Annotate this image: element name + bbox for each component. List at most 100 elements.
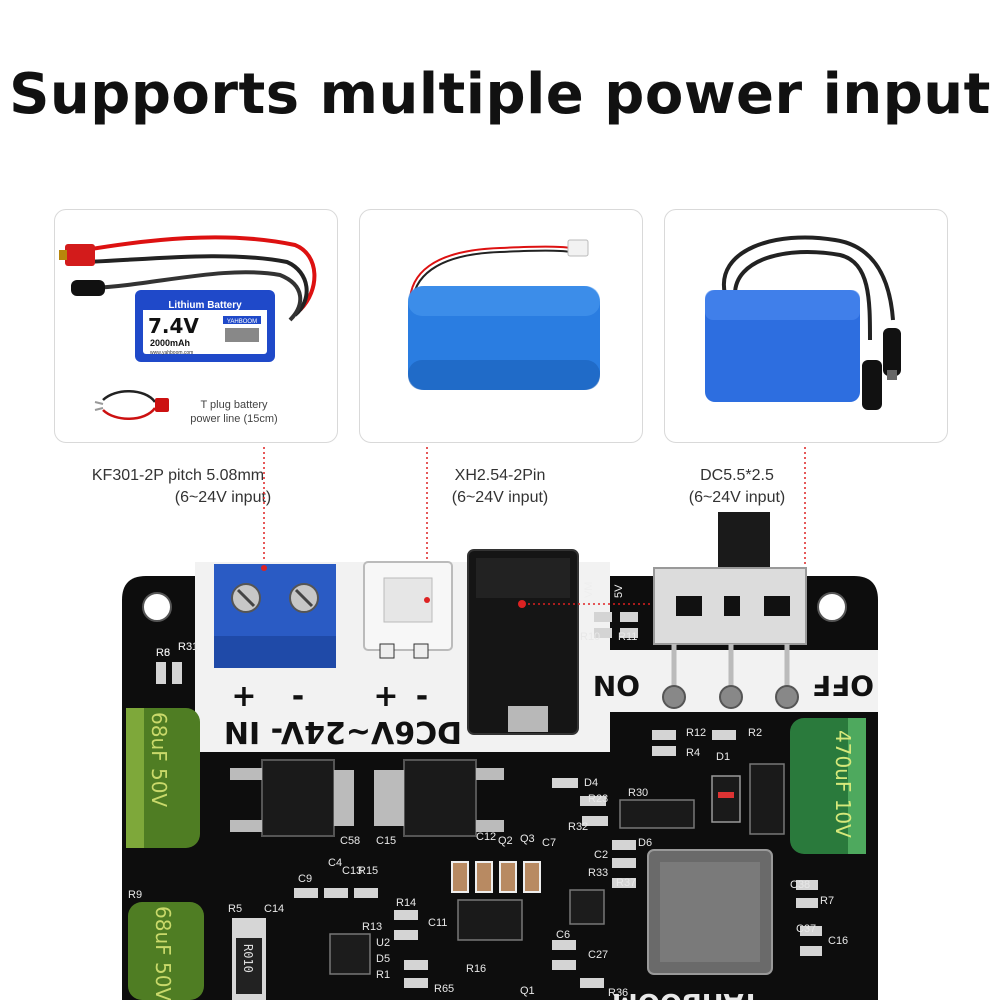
mosfet-q3 xyxy=(403,759,477,837)
capacitor-470uf xyxy=(790,718,866,854)
battery-voltage: 7.4V xyxy=(148,314,199,338)
xh254-caption-line2: (6~24V input) xyxy=(451,489,549,506)
silk-label: Q1 xyxy=(520,985,535,997)
silk-label: C14 xyxy=(264,903,284,915)
tplug-battery-illustration: Lithium Battery 7.4V 2000mAh YAHBOOM www… xyxy=(59,235,317,420)
dc55-caption: DC5.5*2.5 (6~24V input) xyxy=(652,465,822,509)
silkscreen-panel xyxy=(195,562,610,752)
silk-label: C9 xyxy=(298,873,312,885)
silk-label: C16 xyxy=(828,935,848,947)
silk-label: Q2 xyxy=(498,835,513,847)
silk-label: R1 xyxy=(376,969,390,981)
silk-label: C7 xyxy=(542,837,556,849)
silk-label: R3 xyxy=(178,641,192,653)
pcb xyxy=(122,576,878,1000)
silk-label: C27 xyxy=(588,949,608,961)
xh-battery-illustration xyxy=(408,239,600,390)
input-voltage-label: DC6V~24V- IN xyxy=(224,714,462,749)
silk-label: D4 xyxy=(584,777,598,789)
kf301-caption-line1: KF301-2P pitch 5.08mm xyxy=(91,467,265,484)
smd-components xyxy=(156,612,822,988)
xh254-connector xyxy=(363,561,453,651)
silk-label: R37 xyxy=(616,877,636,889)
vm-label: VM xyxy=(583,582,595,599)
silk-label: R8 xyxy=(156,647,170,659)
silk-label: R33 xyxy=(588,867,608,879)
diode-d6 xyxy=(619,799,695,829)
diode-d5 xyxy=(457,899,523,941)
silk-label: C2 xyxy=(594,849,608,861)
silk-label: D5 xyxy=(376,953,390,965)
silk-label: R13 xyxy=(362,921,382,933)
switch-on-label: ON xyxy=(593,669,640,702)
silk-label: C6 xyxy=(556,929,570,941)
shunt-resistor xyxy=(232,918,266,1000)
tplug-caption-line1: T plug battery xyxy=(200,399,268,411)
ceramic-capacitors xyxy=(451,861,541,893)
switch-off-label: OFF xyxy=(812,669,874,702)
power-switch xyxy=(653,567,807,645)
battery-brand: YAHBOOM xyxy=(227,319,257,325)
mounting-hole xyxy=(142,592,172,622)
5v-label: 5V xyxy=(613,584,625,598)
capacitor-68uf xyxy=(126,708,200,848)
silk-label: R31 xyxy=(178,641,198,653)
ic-u1 xyxy=(569,889,605,925)
silk-label: C12 xyxy=(476,831,496,843)
capacitor-470uf-label: 470uF 10V xyxy=(831,730,855,838)
silk-label: R9 xyxy=(128,889,142,901)
dc-battery-illustration xyxy=(705,235,901,410)
silk-label: C11 xyxy=(428,917,447,929)
silk-label: R16 xyxy=(466,963,486,975)
silk-label: R30 xyxy=(628,787,648,799)
polarity-plus-1: + xyxy=(231,679,256,714)
silk-label: R7 xyxy=(820,895,834,907)
silk-label: R32 xyxy=(568,821,588,833)
silk-label: R11 xyxy=(618,631,637,643)
silk-label: R14 xyxy=(396,897,416,909)
diode-d4 xyxy=(749,763,785,835)
shunt-resistor-label: R010 xyxy=(241,944,255,973)
xh254-caption-line1: XH2.54-2Pin xyxy=(454,467,546,484)
ic-u2 xyxy=(329,933,371,975)
kf301-caption: KF301-2P pitch 5.08mm (6~24V input) xyxy=(48,465,308,509)
battery-capacity: 2000mAh xyxy=(150,338,190,348)
board-brand: YAHBOOM xyxy=(612,987,761,1000)
battery-label: Lithium Battery xyxy=(168,300,242,311)
silk-label: R4 xyxy=(686,747,700,759)
silk-label: C4 xyxy=(328,857,342,869)
silk-label: C13 xyxy=(342,865,362,877)
silk-label: R12 xyxy=(686,727,706,739)
silk-label: C38 xyxy=(790,879,810,891)
battery-url: www.yahboom.com xyxy=(150,350,193,356)
silk-label: U2 xyxy=(376,937,390,949)
silk-label: C15 xyxy=(376,835,396,847)
silk-label: Q3 xyxy=(520,833,535,845)
xh254-caption: XH2.54-2Pin (6~24V input) xyxy=(400,465,600,509)
dc55-caption-line2: (6~24V input) xyxy=(688,489,786,506)
polarity-minus-1: - xyxy=(292,679,304,714)
dc55-jack xyxy=(467,549,579,735)
capacitor-bottom xyxy=(128,902,204,1000)
capacitor-bottom-label: 68uF 50V xyxy=(151,906,175,1000)
silk-label: C37 xyxy=(796,923,816,935)
silk-label: D6 xyxy=(638,837,652,849)
tplug-battery-card: Lithium Battery 7.4V 2000mAh YAHBOOM www… xyxy=(54,209,338,443)
silk-label: R36 xyxy=(608,987,628,999)
silk-label: R2 xyxy=(748,727,762,739)
tplug-caption: T plug battery power line (15cm) xyxy=(179,398,289,426)
silk-label: R6 xyxy=(156,647,170,659)
mounting-hole xyxy=(817,592,847,622)
silk-label: R5 xyxy=(228,903,242,915)
silk-label: R23 xyxy=(588,793,608,805)
xh-battery-card xyxy=(359,209,643,443)
switch-label-panel xyxy=(578,650,878,712)
dc-battery-card xyxy=(664,209,948,443)
silk-label: R10 xyxy=(580,631,600,643)
silk-label: C58 xyxy=(340,835,360,847)
mosfet-q2 xyxy=(261,759,335,837)
silk-label: D1 xyxy=(716,751,730,763)
polarity-minus-2: - xyxy=(416,679,428,714)
power-switch-knob xyxy=(718,512,770,572)
